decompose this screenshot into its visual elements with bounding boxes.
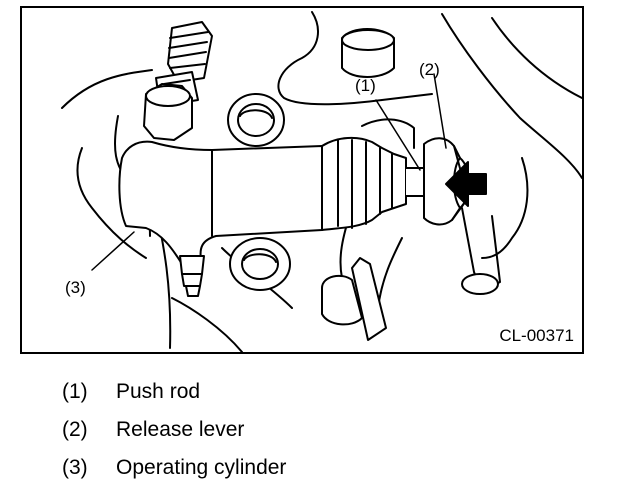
legend-text: Operating cylinder xyxy=(116,456,287,479)
callout-label-3: (3) xyxy=(65,278,86,297)
operating-cylinder-body xyxy=(118,140,323,297)
legend-text: Release lever xyxy=(116,418,245,441)
legend-number: (3) xyxy=(62,456,88,479)
mounting-bolt-upper xyxy=(227,93,285,147)
legend-number: (2) xyxy=(62,418,88,441)
rubber-boot xyxy=(321,118,415,231)
callout-leaders xyxy=(91,73,447,271)
lower-lever-part xyxy=(321,257,387,341)
mounting-bolt-lower xyxy=(229,237,291,291)
callout-label-1: (1) xyxy=(355,76,376,95)
hex-nut xyxy=(143,83,193,141)
legend-number: (1) xyxy=(62,380,88,403)
legend-text: Push rod xyxy=(116,380,201,403)
release-lever xyxy=(423,137,501,295)
callout-label-2: (2) xyxy=(419,60,440,79)
push-direction-arrow xyxy=(445,161,487,207)
housing-boss xyxy=(341,28,395,78)
diagram-figure: (1) (2) (3) CL-00371 xyxy=(20,6,584,354)
clutch-operating-cylinder-illustration xyxy=(61,11,582,352)
figure-code: CL-00371 xyxy=(499,326,574,345)
